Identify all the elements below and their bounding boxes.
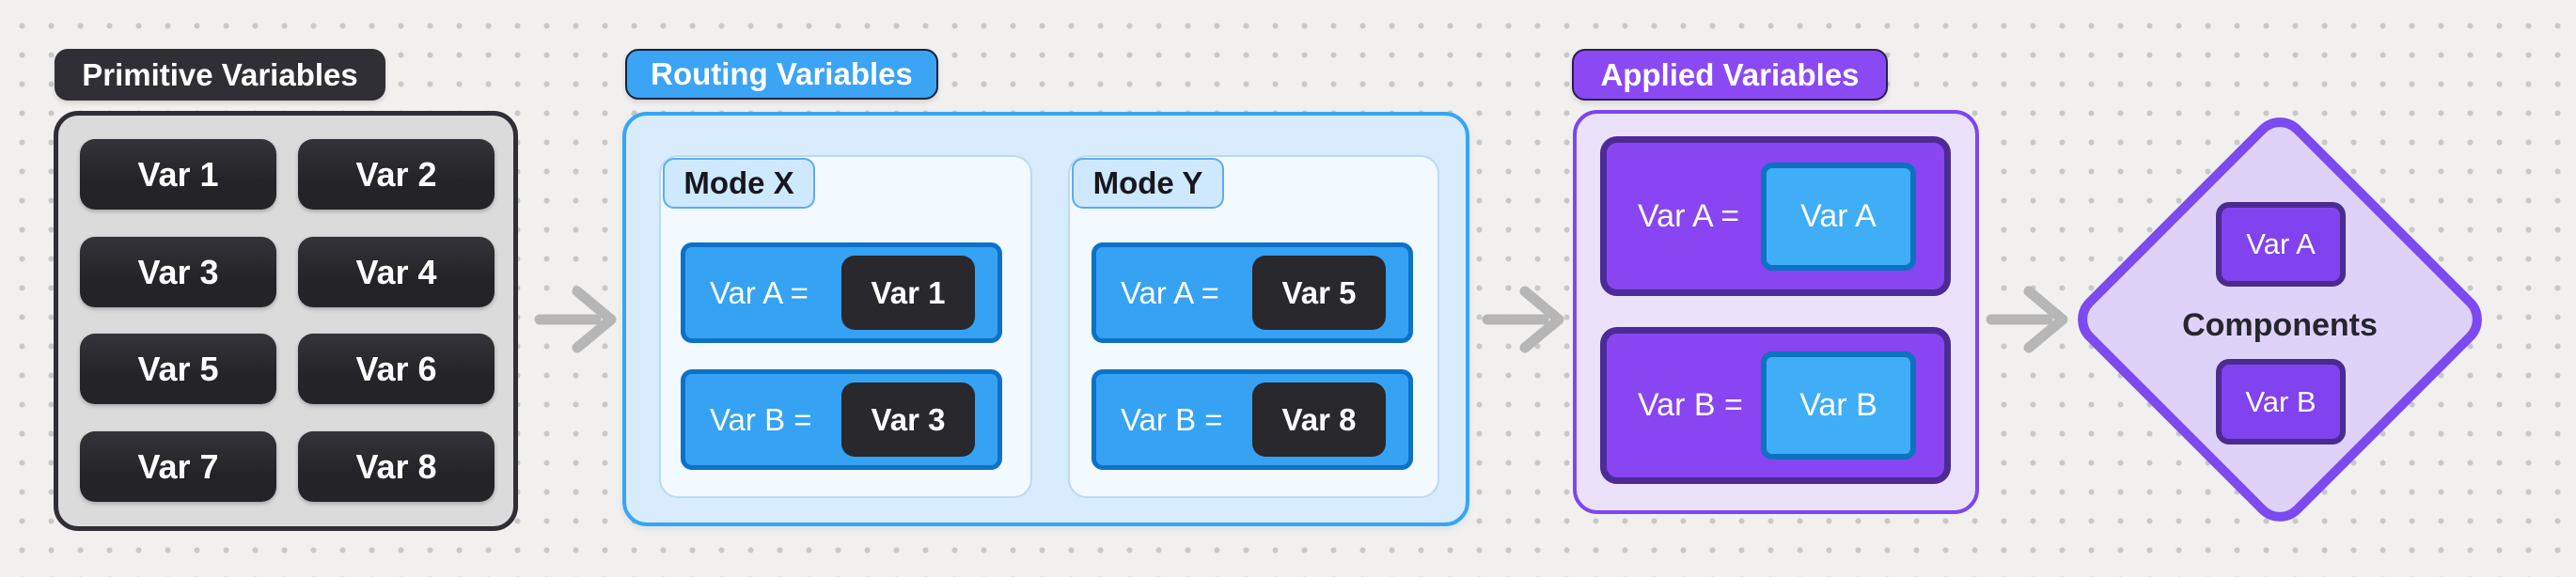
primitive-var-pill[interactable]: Var 3 bbox=[80, 237, 276, 307]
pill-text: Var 5 bbox=[137, 349, 219, 388]
primitive-var-pill[interactable]: Var 5 bbox=[80, 334, 276, 404]
assignment-value-pill[interactable]: Var 8 bbox=[1252, 382, 1386, 457]
pill-text: Var A bbox=[2246, 227, 2316, 260]
mode-y-label[interactable]: Mode Y bbox=[1072, 158, 1224, 209]
mode-x-assignment-row[interactable]: Var B = Var 3 bbox=[681, 369, 1002, 470]
assignment-lhs: Var B = bbox=[1638, 387, 1743, 423]
mode-label-text: Mode Y bbox=[1092, 165, 1203, 200]
assignment-value-pill[interactable]: Var 3 bbox=[841, 382, 975, 457]
pill-text: Var 1 bbox=[137, 154, 219, 194]
flow-arrow[interactable] bbox=[1986, 284, 2068, 355]
applied-variables-label[interactable]: Applied Variables bbox=[1572, 49, 1888, 101]
components-title: Components bbox=[2139, 308, 2421, 342]
assignment-lhs: Var A = bbox=[1121, 274, 1219, 310]
components-title-text: Components bbox=[2182, 307, 2378, 343]
mode-x-assignment-row[interactable]: Var A = Var 1 bbox=[681, 242, 1002, 343]
pill-text: Var 4 bbox=[355, 252, 437, 291]
flow-arrow[interactable] bbox=[534, 284, 617, 355]
assignment-lhs: Var B = bbox=[710, 401, 812, 437]
components-diamond[interactable] bbox=[2065, 103, 2495, 536]
assignment-lhs: Var B = bbox=[1121, 401, 1223, 437]
applied-variables-label-text: Applied Variables bbox=[1600, 56, 1860, 92]
component-var-pill[interactable]: Var A bbox=[2216, 202, 2346, 287]
assignment-value-box[interactable]: Var B bbox=[1761, 351, 1916, 460]
primitive-var-pill[interactable]: Var 7 bbox=[80, 431, 276, 502]
pill-text: Var 3 bbox=[137, 252, 219, 291]
routing-variables-label[interactable]: Routing Variables bbox=[625, 49, 938, 100]
routing-variables-label-text: Routing Variables bbox=[651, 56, 913, 91]
assignment-value-pill[interactable]: Var 1 bbox=[841, 256, 975, 330]
component-var-pill[interactable]: Var B bbox=[2216, 359, 2346, 444]
assignment-lhs: Var A = bbox=[710, 274, 809, 310]
arrow-right-icon bbox=[1482, 286, 1564, 353]
primitive-variables-label-text: Primitive Variables bbox=[82, 56, 358, 92]
applied-assignment-row[interactable]: Var B = Var B bbox=[1600, 327, 1951, 484]
arrow-right-icon bbox=[1986, 286, 2068, 353]
mode-y-assignment-row[interactable]: Var B = Var 8 bbox=[1092, 369, 1413, 470]
assignment-value-box[interactable]: Var A bbox=[1761, 162, 1916, 271]
pill-text: Var 2 bbox=[355, 154, 437, 194]
mode-label-text: Mode X bbox=[683, 165, 794, 200]
assignment-lhs: Var A = bbox=[1638, 197, 1740, 234]
primitive-var-pill[interactable]: Var 8 bbox=[298, 431, 495, 502]
arrow-right-icon bbox=[534, 286, 617, 353]
mode-x-label[interactable]: Mode X bbox=[663, 158, 815, 209]
assignment-value-pill[interactable]: Var 5 bbox=[1252, 256, 1386, 330]
flow-arrow[interactable] bbox=[1482, 284, 1564, 355]
pill-text: Var 7 bbox=[137, 446, 219, 486]
primitive-variables-label[interactable]: Primitive Variables bbox=[55, 49, 385, 101]
primitive-var-pill[interactable]: Var 1 bbox=[80, 139, 276, 210]
primitive-var-pill[interactable]: Var 2 bbox=[298, 139, 495, 210]
primitive-var-pill[interactable]: Var 6 bbox=[298, 334, 495, 404]
mode-y-assignment-row[interactable]: Var A = Var 5 bbox=[1092, 242, 1413, 343]
diamond-shape bbox=[2078, 117, 2482, 522]
applied-assignment-row[interactable]: Var A = Var A bbox=[1600, 136, 1951, 296]
pill-text: Var 6 bbox=[355, 349, 437, 388]
pill-text: Var 8 bbox=[355, 446, 437, 486]
pill-text: Var B bbox=[2245, 384, 2317, 418]
primitive-var-pill[interactable]: Var 4 bbox=[298, 237, 495, 307]
